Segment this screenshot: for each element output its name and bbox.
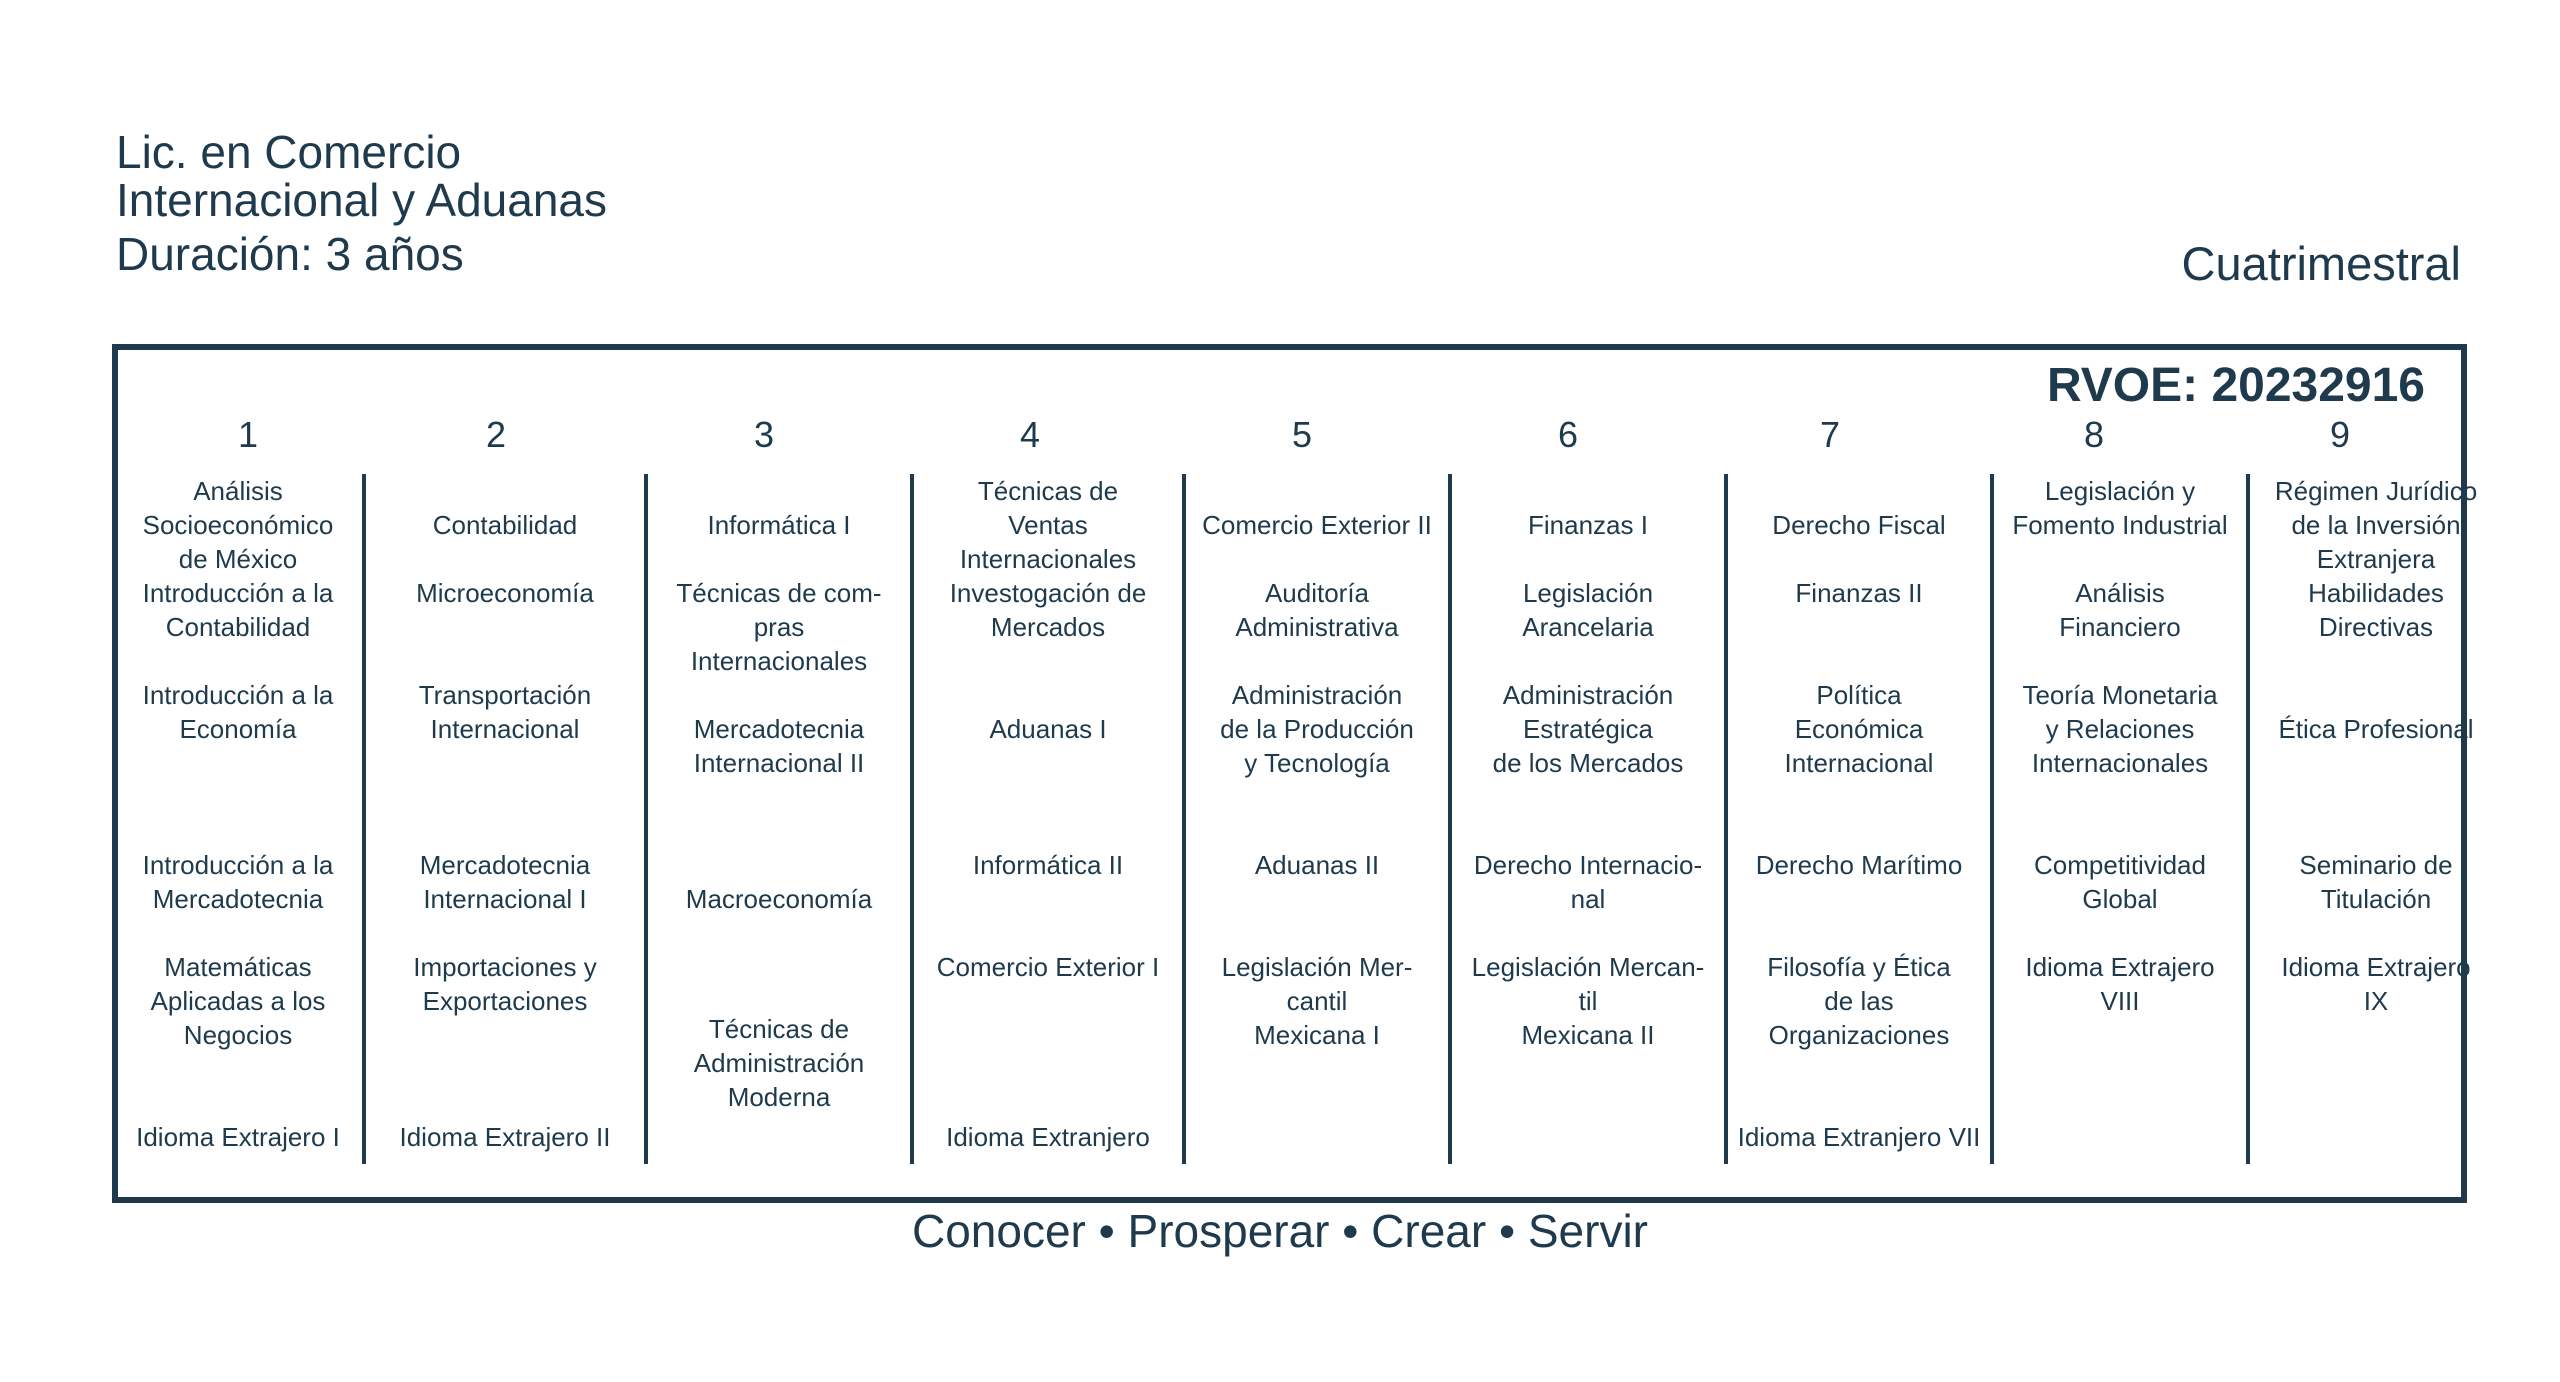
subject-name: Importaciones y Exportaciones: [413, 952, 597, 1016]
subject-name: Competitividad Global: [2034, 850, 2206, 914]
subject-name: Aduanas II: [1254, 850, 1380, 880]
subject-name: Técnicas de Administración Moderna: [693, 1014, 865, 1112]
curriculum-box: RVOE: 20232916 1 2 3 4 5 6 7 8 9 Análisis Socioe…: [112, 344, 2477, 1203]
subject-name: Habilidades Directivas: [2308, 578, 2444, 642]
subject-name: Técnicas de Ventas Internacionales: [959, 476, 1137, 574]
subject-name: Idioma Extrajero I: [136, 1122, 340, 1152]
program-name-line2: Internacional y Aduanas: [116, 174, 608, 226]
subject-name: Legislación Mer- cantil Mexicana I: [1221, 952, 1413, 1050]
subject-name: Filosofía y Ética de las Organizaciones: [1767, 952, 1951, 1050]
subject-name: Legislación y Fomento Industrial: [2012, 476, 2228, 540]
subject-name: Seminario de Titulación: [2299, 850, 2453, 914]
subject-name: Mercadotecnia Internacional II: [693, 714, 865, 778]
subject-name: Legislación Arancelaria: [1522, 578, 1654, 642]
program-title-block: Lic. en Comercio Internacional y Aduanas…: [116, 128, 607, 278]
term-column: Comercio Exterior II Auditoría Administra…: [1182, 474, 1448, 1164]
subject-name: Aduanas I: [989, 714, 1107, 744]
subject-name: Finanzas I: [1528, 510, 1648, 540]
subject-name: Análisis Financiero: [2059, 578, 2181, 642]
subject-name: Idioma Extrajero II: [399, 1122, 611, 1152]
subject-name: Finanzas II: [1795, 578, 1923, 608]
subject-name: Auditoría Administrativa: [1235, 578, 1399, 642]
subject-name: Comercio Exterior II: [1202, 510, 1432, 540]
subject-name: Investogación de Mercados: [949, 578, 1147, 642]
subject-name: Teoría Monetaria y Relaciones Internacio…: [2022, 680, 2218, 778]
subject-name: Análisis Socioeconómico de México: [142, 476, 334, 574]
subject-name: Introducción a la Mercadotecnia: [142, 850, 334, 914]
rvoe-label: RVOE: 20232916: [2046, 359, 2425, 412]
term-number: 3: [753, 414, 775, 455]
subject-name: Informática II: [972, 850, 1124, 880]
term-number: 1: [237, 414, 259, 455]
subject-name: Mercadotecnia Internacional I: [419, 850, 591, 914]
subject-name: Transportación Internacional: [418, 680, 592, 744]
subject-name: Política Económica Internacional: [1784, 680, 1934, 778]
term-number: 8: [2083, 414, 2105, 455]
term-number: 6: [1557, 414, 1579, 455]
term-number: 5: [1291, 414, 1313, 455]
term-column: Régimen Jurídico de la Inversión Extranj…: [2246, 474, 2502, 1164]
subject-name: Administración de la Producción y Tecnol…: [1220, 680, 1414, 778]
subject-name: Ética Profesional: [2278, 714, 2474, 744]
program-modality: Cuatrimestral: [2181, 237, 2461, 290]
term-number: 2: [485, 414, 507, 455]
term-column: Informática I Técnicas de com- pras Inter…: [644, 474, 910, 1164]
subject-name: Matemáticas Aplicadas a los Negocios: [150, 952, 326, 1050]
subject-name: Comercio Exterior I: [936, 952, 1160, 982]
subject-name: Legislación Mercan- til Mexicana II: [1471, 952, 1705, 1050]
subject-name: Introducción a la Economía: [142, 680, 334, 744]
subject-name: Idioma Extrajero IX: [2281, 952, 2471, 1016]
subject-name: Derecho Internacio- nal: [1473, 850, 1703, 914]
subject-name: Técnicas de com- pras Internacionales: [676, 578, 882, 676]
subject-name: Informática I: [707, 510, 851, 540]
term-number-row: 1 2 3 4 5 6 7 8 9: [118, 412, 2461, 458]
term-number: 9: [2329, 414, 2351, 455]
term-number: 4: [1019, 414, 1041, 455]
institution-motto: Conocer • Prosperar • Crear • Servir: [912, 1205, 1648, 1257]
program-name-line1: Lic. en Comercio: [116, 126, 462, 178]
subject-name: Macroeconomía: [685, 884, 873, 914]
subject-name: Derecho Marítimo: [1755, 850, 1963, 880]
subject-name: Introducción a la Contabilidad: [142, 578, 334, 642]
subject-name: Idioma Extranjero: [946, 1122, 1150, 1152]
term-number: 7: [1819, 414, 1841, 455]
subject-name: Idioma Extrajero VIII: [2025, 952, 2215, 1016]
subject-name: Administración Estratégica de los Mercad…: [1492, 680, 1684, 778]
subject-name: Idioma Extranjero VII: [1737, 1122, 1981, 1152]
subject-name: Régimen Jurídico de la Inversión Extranj…: [2274, 476, 2478, 574]
subject-name: Derecho Fiscal: [1772, 510, 1946, 540]
program-duration: Duración: 3 años: [116, 228, 464, 280]
subject-name: Contabilidad: [432, 510, 578, 540]
subject-name: Microeconomía: [416, 578, 594, 608]
